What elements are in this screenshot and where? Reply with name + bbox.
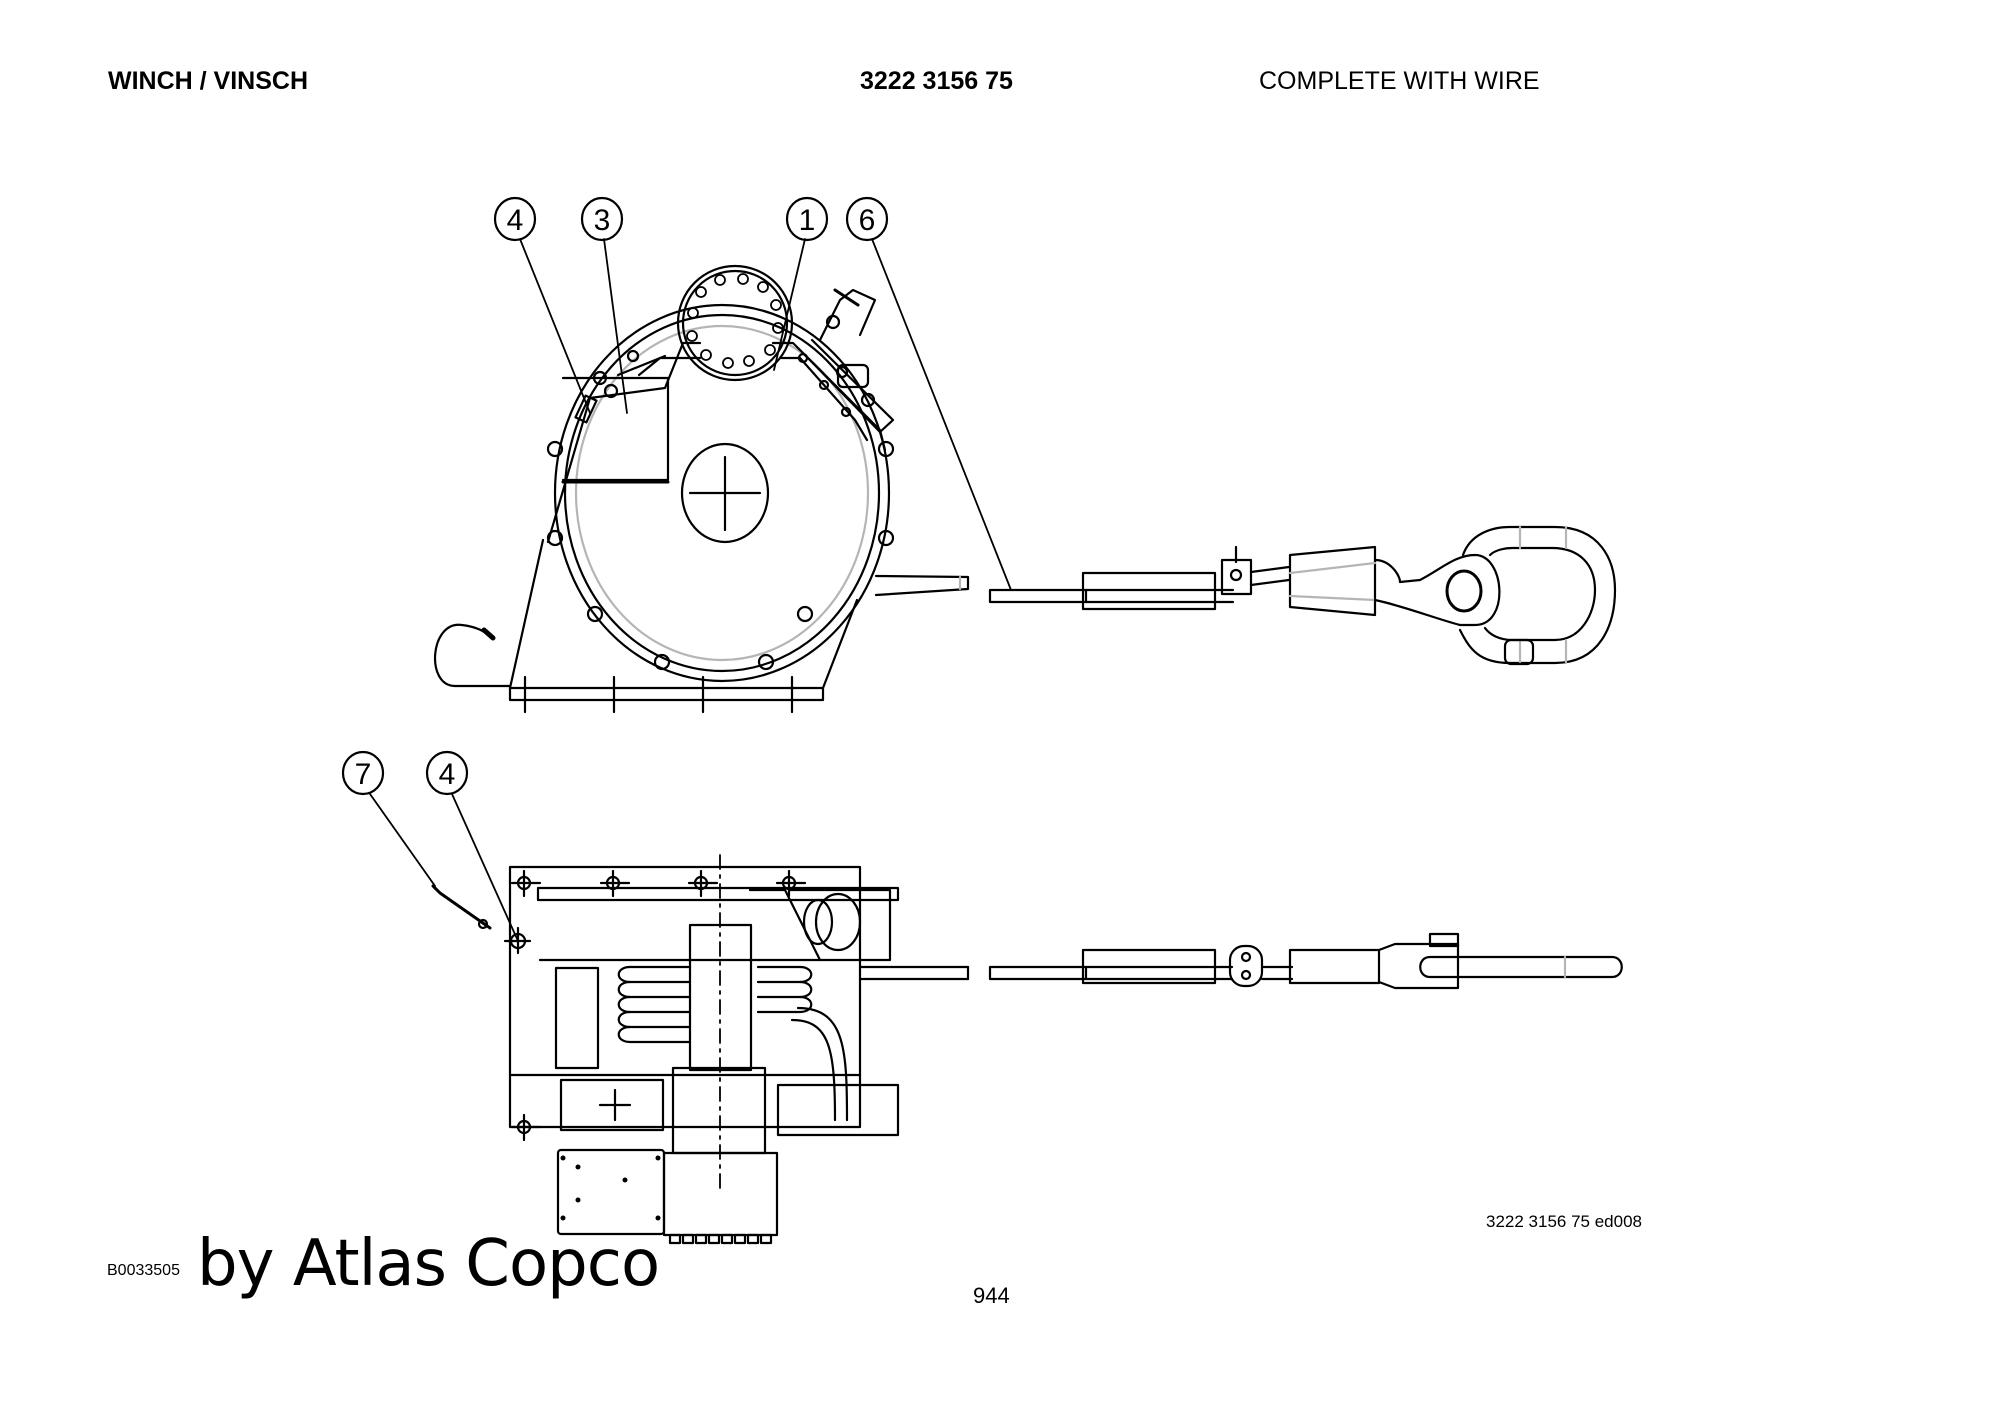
wire-assembly-side: [988, 525, 1617, 666]
balloon-label: 7: [355, 758, 372, 791]
link-joint: [1503, 638, 1535, 666]
clevis: [1377, 942, 1460, 990]
frame-arm-left: [546, 341, 702, 544]
wire-end: [988, 588, 1088, 604]
base-bolts: [523, 675, 794, 714]
balloon-label: 6: [859, 204, 876, 237]
drum-hub: [680, 442, 770, 544]
flange-bolts: [546, 440, 895, 671]
frame-left-edge: [508, 538, 545, 690]
wire-assembly-plan: [988, 932, 1623, 990]
motor-flange: [676, 264, 794, 382]
drum-hidden-line: [574, 324, 870, 662]
balloon-4-bottom: 4: [425, 750, 469, 796]
balloon-7: 7: [341, 750, 385, 796]
gearbox: [671, 1066, 767, 1155]
balloon-label: 1: [799, 204, 816, 237]
plan-top-bar: [536, 886, 900, 902]
drawing-reference: 3222 3156 75 ed008: [1486, 1212, 1642, 1231]
frame-right-edge: [821, 598, 859, 690]
control-box: [561, 376, 670, 482]
motor-housing-plan: [662, 1151, 779, 1237]
wire-sleeve-plan: [1081, 948, 1217, 985]
balloon-4-top: 4: [493, 196, 537, 242]
winch-side-view: [434, 264, 970, 714]
valve-block-left: [559, 1078, 665, 1132]
callout-leaders: [369, 238, 1012, 942]
control-box-plan: [556, 1148, 666, 1236]
wire-sleeve: [1081, 571, 1217, 611]
plan-frame: [508, 865, 862, 1129]
part-description: COMPLETE WITH WIRE: [1259, 67, 1540, 95]
valve-block: [803, 288, 895, 434]
base-plate: [508, 686, 825, 702]
winch-plan-view: [431, 854, 970, 1245]
hose-loop: [434, 623, 512, 688]
motor: [814, 892, 862, 952]
balloon-label: 4: [439, 758, 456, 791]
balloon-3: 3: [580, 196, 624, 242]
shackle-bar: [1419, 955, 1623, 979]
connector-row: [668, 1233, 773, 1245]
hook-eye: [1373, 553, 1501, 627]
valve-block-right: [776, 1083, 900, 1137]
document-code: B0033505: [107, 1262, 180, 1279]
wire-outlet: [874, 574, 970, 597]
latch: [574, 383, 619, 424]
balloon-label: 3: [594, 204, 611, 237]
drum-flange-inner: [563, 313, 881, 673]
hook-pin: [1445, 569, 1483, 613]
part-number: 3222 3156 75: [860, 67, 1013, 95]
document-title: WINCH / VINSCH: [108, 67, 308, 95]
locking-pin: [431, 884, 492, 930]
wire-coils: [617, 965, 813, 1044]
hydraulic-hose: [790, 1018, 837, 1122]
drum-flange-left: [554, 966, 600, 1070]
balloon-label: 4: [507, 204, 524, 237]
wire-socket: [1288, 545, 1377, 617]
page-number: 944: [973, 1283, 1010, 1308]
brand-text: by Atlas Copco: [197, 1227, 660, 1301]
balloon-6: 6: [845, 196, 889, 242]
clevis-nut: [1428, 932, 1460, 948]
drum-flange-outer: [553, 303, 891, 683]
wire-socket-plan: [1288, 948, 1381, 985]
master-link-outer: [1458, 525, 1617, 665]
balloon-1: 1: [785, 196, 829, 242]
mounting-holes: [510, 869, 807, 1142]
motor-flange-bolts: [686, 273, 784, 369]
